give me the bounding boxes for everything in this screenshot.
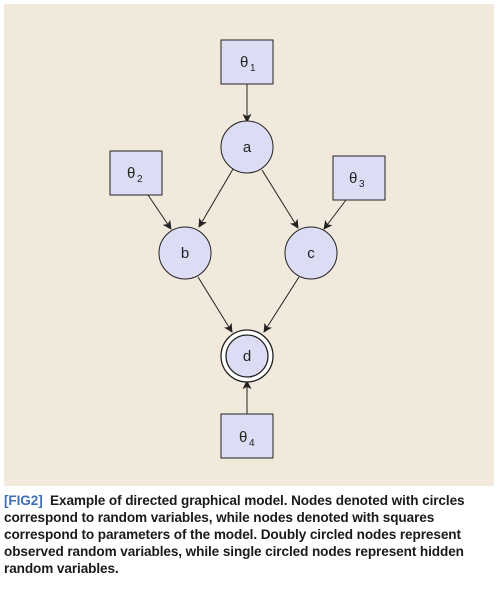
node-theta2: θ 2 [109, 150, 163, 196]
node-a: a [220, 120, 274, 174]
edge-a-b [198, 168, 234, 228]
theta2-subscript: 2 [137, 174, 143, 185]
theta4-subscript: 4 [249, 438, 255, 449]
theta4-symbol: θ [239, 429, 247, 446]
node-b-label: b [181, 245, 189, 262]
node-c-label: c [307, 245, 315, 262]
node-theta1: θ 1 [220, 39, 274, 85]
node-a-label: a [243, 139, 252, 156]
figure-caption: [FIG2] Example of directed graphical mod… [4, 492, 496, 577]
node-theta3: θ 3 [332, 155, 386, 201]
edge-c-d [263, 276, 300, 333]
theta3-subscript: 3 [359, 179, 365, 190]
edge-theta3-c [323, 199, 347, 230]
node-d-label: d [243, 348, 251, 365]
edge-b-d [197, 276, 233, 333]
node-b: b [158, 226, 212, 280]
node-theta4: θ 4 [220, 413, 274, 459]
node-c: c [284, 226, 338, 280]
theta3-symbol: θ [349, 170, 357, 187]
theta2-symbol: θ [127, 165, 135, 182]
caption-text: Example of directed graphical model. Nod… [4, 493, 465, 576]
theta1-subscript: 1 [250, 63, 256, 74]
edge-a-c [261, 169, 299, 229]
graphical-model-diagram: θ 1 θ 2 θ 3 θ 4 a b c [109, 39, 386, 459]
theta1-symbol: θ [240, 54, 248, 71]
figure-tag: [FIG2] [4, 493, 43, 508]
figure-panel: θ 1 θ 2 θ 3 θ 4 a b c [4, 4, 494, 486]
edge-theta2-b [147, 194, 172, 230]
node-d-observed: d [220, 329, 274, 383]
